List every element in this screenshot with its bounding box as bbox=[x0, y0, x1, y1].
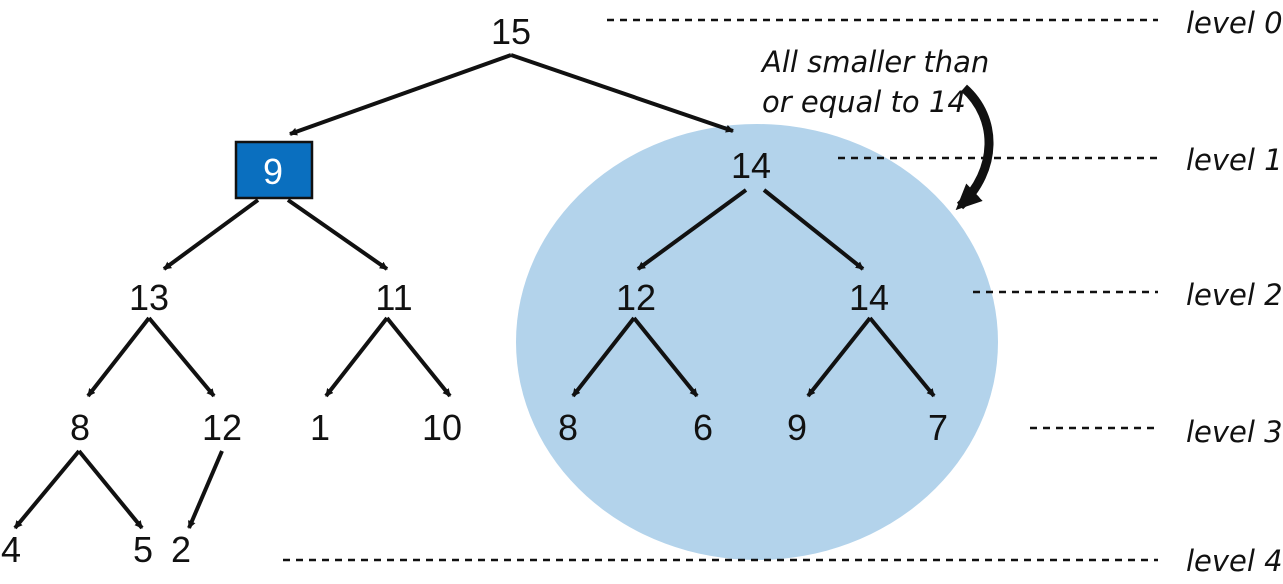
edge-9-13 bbox=[162, 198, 260, 271]
node-2: 2 bbox=[171, 529, 191, 570]
tree-edges bbox=[13, 53, 936, 530]
node-5: 5 bbox=[133, 529, 153, 570]
edge-15-9 bbox=[289, 53, 512, 136]
highlighted-node-box bbox=[234, 140, 314, 200]
edge-12-6 bbox=[632, 316, 699, 398]
edge-13-12 bbox=[147, 316, 216, 398]
node-9-level3: 9 bbox=[787, 407, 807, 448]
node-1: 1 bbox=[310, 407, 330, 448]
node-14-level1: 14 bbox=[731, 145, 771, 186]
edge-11-10 bbox=[385, 316, 452, 398]
level-2-label: level 2 bbox=[1186, 278, 1283, 312]
node-6: 6 bbox=[693, 407, 713, 448]
edge-14-7 bbox=[868, 316, 936, 398]
node-10: 10 bbox=[422, 407, 462, 448]
node-9-highlighted: 9 bbox=[263, 151, 283, 192]
tree-nodes: 15 9 14 13 11 12 14 8 12 1 10 8 6 9 7 4 … bbox=[1, 11, 948, 570]
level-0-label: level 0 bbox=[1186, 6, 1283, 40]
edge-14-9 bbox=[806, 316, 872, 398]
node-13: 13 bbox=[129, 277, 169, 318]
edge-12-2 bbox=[187, 450, 224, 529]
node-14-level2: 14 bbox=[849, 277, 889, 318]
level-4-label: level 4 bbox=[1186, 544, 1283, 578]
subtree-highlight-circle bbox=[516, 124, 998, 560]
node-12-level2: 12 bbox=[616, 277, 656, 318]
node-7: 7 bbox=[928, 407, 948, 448]
node-12-level3: 12 bbox=[202, 407, 242, 448]
node-8-right: 8 bbox=[558, 407, 578, 448]
edge-14-14 bbox=[762, 188, 865, 271]
edge-11-1 bbox=[324, 316, 389, 398]
level-3-label: level 3 bbox=[1186, 415, 1283, 449]
edge-15-14 bbox=[510, 53, 734, 133]
edge-14-12 bbox=[636, 188, 748, 271]
edge-8-5 bbox=[77, 449, 144, 530]
edge-9-11 bbox=[286, 198, 389, 271]
level-1-label: level 1 bbox=[1186, 143, 1283, 177]
annotation-arrow bbox=[955, 84, 994, 211]
annotation-line-2: or equal to 14 bbox=[762, 85, 966, 119]
node-root: 15 bbox=[491, 11, 531, 52]
annotation-line-1: All smaller than bbox=[760, 45, 989, 79]
node-4: 4 bbox=[1, 529, 21, 570]
edge-8-4 bbox=[13, 449, 81, 530]
node-11: 11 bbox=[375, 277, 412, 318]
edge-13-8 bbox=[86, 316, 151, 398]
edge-12-8 bbox=[571, 316, 636, 398]
node-8-left: 8 bbox=[70, 407, 90, 448]
